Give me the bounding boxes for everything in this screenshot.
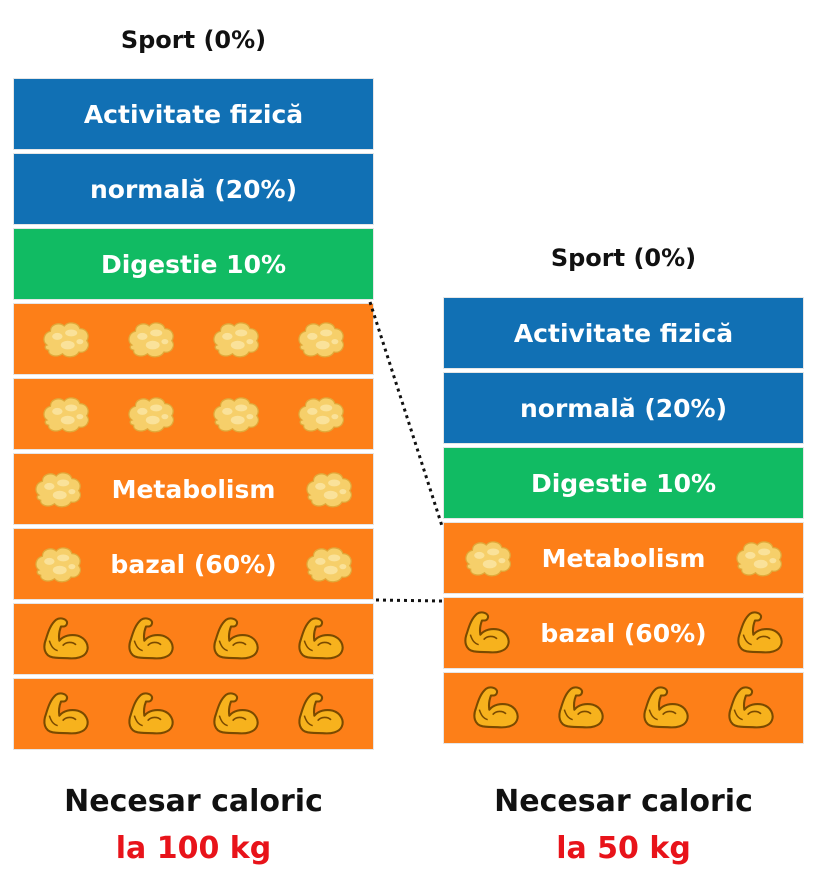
metabolism-label-line2: bazal (60%) [110, 549, 277, 579]
footer-title: Necesar caloric [64, 784, 323, 819]
sport-label-left: Sport (0%) [120, 26, 267, 54]
metabolism-block-bottom: bazal (60%) [13, 528, 374, 600]
digestion-label: Digestie 10% [100, 249, 287, 279]
metabolism-block-bottom: bazal (60%) [443, 597, 804, 669]
digestion-block: Digestie 10% [13, 228, 374, 300]
footer-weight: la 50 kg [556, 831, 691, 866]
digestion-label: Digestie 10% [530, 468, 717, 498]
activity-label-line1: Activitate fizică [513, 318, 734, 348]
metabolism-block-top: Metabolism [443, 522, 804, 594]
connector-line-top [368, 301, 444, 527]
activity-block-top: Activitate fizică [443, 297, 804, 369]
digestion-block: Digestie 10% [443, 447, 804, 519]
activity-block-bottom: normală (20%) [13, 153, 374, 225]
metabolism-label-line2: bazal (60%) [540, 618, 707, 648]
connector-line-bottom [375, 598, 443, 603]
calorie-stack-100kg: Activitate fizică normală (20%) Digestie… [13, 78, 374, 753]
fat-row [13, 303, 374, 375]
metabolism-label-line1: Metabolism [541, 543, 706, 573]
footer-title: Necesar caloric [494, 784, 753, 819]
calorie-stack-50kg: Activitate fizică normală (20%) Digestie… [443, 297, 804, 747]
sport-label-right: Sport (0%) [550, 244, 697, 272]
muscle-row [443, 672, 804, 744]
activity-block-top: Activitate fizică [13, 78, 374, 150]
footer-100kg: Necesar caloric la 100 kg [13, 784, 374, 866]
activity-block-bottom: normală (20%) [443, 372, 804, 444]
activity-label-line1: Activitate fizică [83, 99, 304, 129]
activity-label-line2: normală (20%) [89, 174, 298, 204]
metabolism-label-line1: Metabolism [111, 474, 276, 504]
muscle-row [13, 603, 374, 675]
footer-50kg: Necesar caloric la 50 kg [443, 784, 804, 866]
activity-label-line2: normală (20%) [519, 393, 728, 423]
footer-weight: la 100 kg [115, 831, 272, 866]
metabolism-block-top: Metabolism [13, 453, 374, 525]
fat-row [13, 378, 374, 450]
muscle-row [13, 678, 374, 750]
